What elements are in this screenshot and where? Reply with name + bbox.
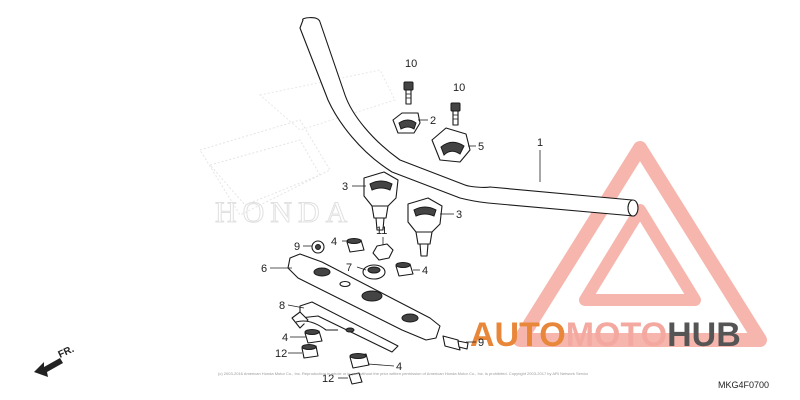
callout-10-left: 10 [405,58,417,70]
automotohub-logo-watermark: AUTOMOTOHUB [470,141,767,354]
lower-bracket [291,301,399,353]
front-direction-arrow: FR. [34,344,76,377]
bushing-upper-right [395,262,414,277]
callout-11: 11 [376,225,387,237]
bushing-lower-b [301,344,319,359]
callout-9-right: 9 [478,337,484,349]
bolt-10-right [450,102,461,126]
upper-holder [392,112,421,134]
bolt-10-left [403,81,414,105]
diagram-code: MKG4F0700 [718,380,770,390]
callout-4-upper-left: 4 [331,236,337,248]
brand-auto: AUTO [470,316,566,354]
svg-text:AUTOMOTOHUB: AUTOMOTOHUB [470,316,741,354]
bolt-9-right [442,335,469,351]
callout-3-left: 3 [342,181,348,193]
upper-holder-right [431,127,471,163]
callout-1: 1 [537,137,543,149]
callout-10-right: 10 [453,82,465,94]
callout-4-lower-left: 4 [282,332,288,344]
callout-9-left: 9 [294,241,300,253]
callout-7: 7 [346,262,352,274]
bushing-lower-a [304,329,323,344]
top-bridge [287,253,441,341]
lower-holder-right [407,197,443,257]
washer-9-left [311,240,325,254]
callout-numbers: 10 10 2 5 1 3 3 4 11 9 7 4 6 8 4 12 4 12… [261,58,543,385]
brand-hub: HUB [667,316,741,354]
leader-lines [270,119,541,379]
callout-6: 6 [261,263,267,275]
collar-7 [362,264,386,280]
honda-wing-watermark: HONDA [199,69,396,230]
nut-12-bottom [348,372,363,385]
callout-12-bottom: 12 [322,373,334,385]
bushing-lower-c [349,353,370,369]
bushing-upper-left [346,238,365,253]
honda-watermark-text: HONDA [215,196,353,229]
nut-11 [372,243,394,261]
front-direction-label: FR. [57,344,76,361]
callout-8: 8 [279,300,285,312]
callout-4-lower-right: 4 [396,361,402,373]
callout-3-right: 3 [456,209,462,221]
copyright-fine-print: (c) 2003-2016 American Honda Motor Co., … [218,371,588,376]
callout-2: 2 [430,115,436,127]
callout-5: 5 [478,141,484,153]
brand-moto: MOTO [566,316,667,354]
lower-holder-left [363,171,399,231]
callout-12-left: 12 [275,348,287,360]
callout-4-upper-right: 4 [422,265,428,277]
handlebar-pipe [299,17,639,217]
